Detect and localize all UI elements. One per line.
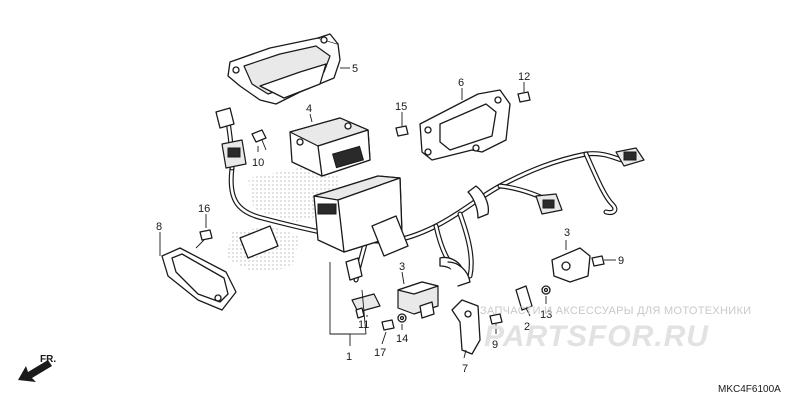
callout-12: 12 [518,71,530,83]
watermark-tagline: ЗАПЧАСТИ И АКСЕССУАРЫ ДЛЯ МОТОТЕХНИКИ [480,305,751,317]
part-11-connector [351,293,381,319]
callout-9-lower: 9 [492,339,498,351]
front-label: FR. [40,354,56,365]
callout-4: 4 [306,103,312,115]
part-7-bracket [451,299,481,355]
callout-9-right: 9 [618,255,624,267]
diagram-code: MKC4F6100A [718,384,781,395]
callout-16: 16 [198,203,210,215]
callout-8: 8 [156,221,162,233]
watermark: ЗАПЧАСТИ И АКСЕССУАРЫ ДЛЯ МОТОТЕХНИКИ PA… [480,305,751,353]
callout-10: 10 [252,157,264,169]
callout-3-right: 3 [564,227,570,239]
fasteners [195,91,605,331]
callout-17: 17 [374,347,386,359]
watermark-brand: PARTSFOR.RU [484,320,709,353]
leader-lines [159,67,616,359]
part-8-plate [161,247,237,311]
front-direction-indicator: FR. [18,354,56,382]
callout-14: 14 [396,333,408,345]
callout-6: 6 [458,77,464,89]
part-6-bracket [419,89,511,161]
part-3-sensor-right [551,247,591,283]
callout-2: 2 [524,321,530,333]
harness-center-box [313,175,409,257]
callout-15: 15 [395,101,407,113]
callout-1: 1 [346,351,352,363]
part-2-bracket [515,285,533,311]
part-5-cover [227,33,341,105]
part-3-relay [397,281,439,319]
callout-5: 5 [352,63,358,75]
part-4-control-module [289,117,371,177]
callout-7: 7 [462,363,468,375]
callout-13: 13 [540,309,552,321]
callout-numbers: 1 2 3 3 4 5 6 7 8 9 9 10 11 12 13 14 15 … [156,63,624,375]
front-arrow-icon [18,360,52,382]
callout-11: 11 [358,319,369,331]
callout-3-lower: 3 [399,261,405,273]
